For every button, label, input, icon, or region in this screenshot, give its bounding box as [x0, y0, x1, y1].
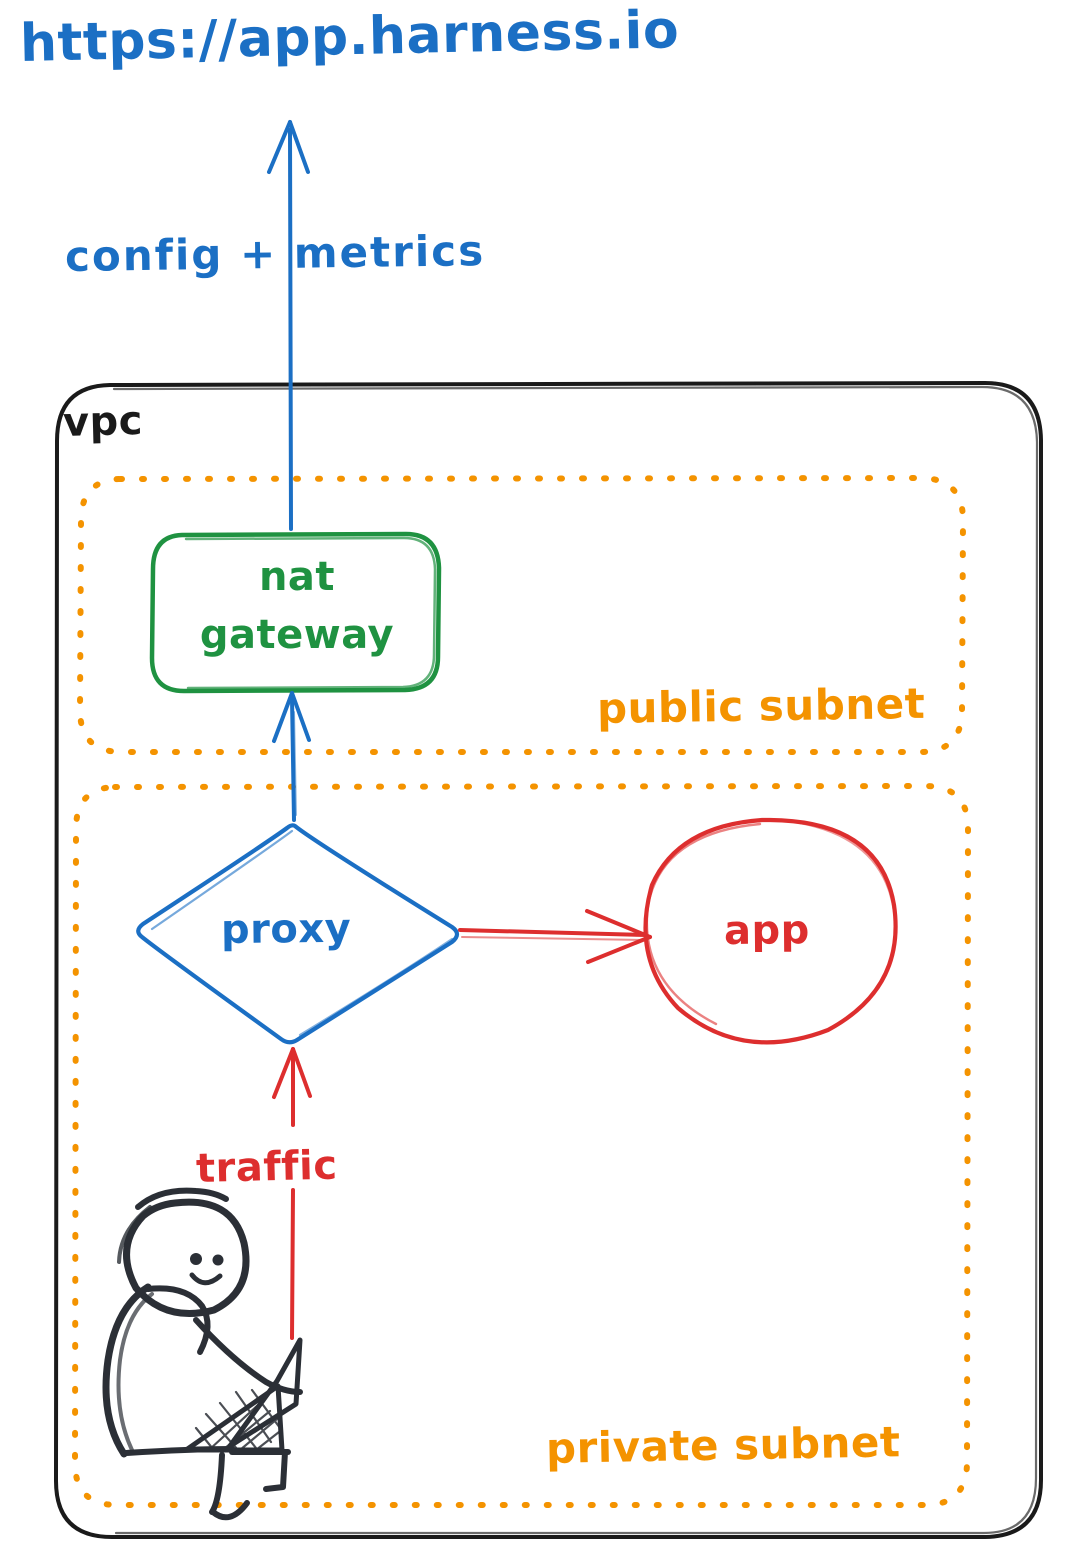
public-subnet-container-shape	[76, 474, 967, 755]
app-node-label: app	[723, 907, 810, 954]
config-metrics-edge-label: config + metrics	[64, 226, 486, 281]
user-stick-figure	[102, 1187, 303, 1521]
vpc-container-label: vpc	[62, 397, 144, 446]
edge-proxy-to-nat-arrow	[272, 691, 311, 822]
traffic-edge-label: traffic	[195, 1142, 339, 1192]
edge-nat-to-url-arrow	[267, 120, 310, 531]
private-subnet-container-shape	[71, 782, 972, 1508]
nat-gateway-shape[interactable]	[149, 531, 442, 694]
nat-gateway-label-line2: gateway	[199, 612, 395, 658]
public-subnet-label: public subnet	[596, 678, 926, 733]
proxy-shape[interactable]	[136, 823, 460, 1045]
nat-gateway-label: nat gateway	[172, 548, 422, 664]
edge-user-to-proxy-arrow	[272, 1047, 312, 1340]
app-shape[interactable]	[643, 817, 898, 1045]
proxy-node-label: proxy	[220, 905, 352, 953]
edge-proxy-to-app-arrow	[458, 909, 652, 964]
private-subnet-label: private subnet	[545, 1417, 901, 1473]
nat-gateway-label-line1: nat	[258, 554, 336, 600]
vpc-container-shape	[54, 381, 1043, 1539]
